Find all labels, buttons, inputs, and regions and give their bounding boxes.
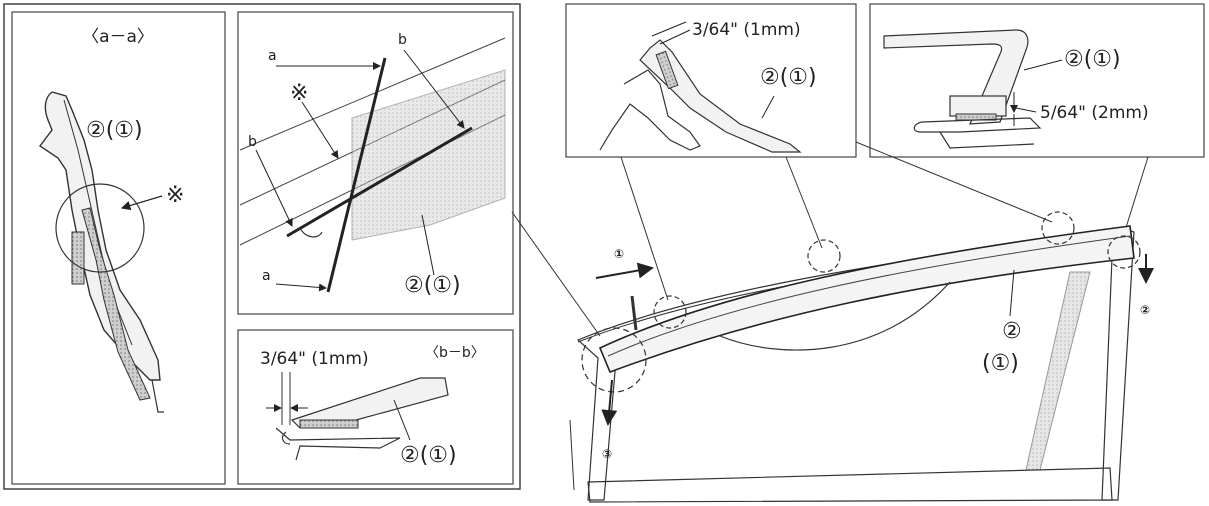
leader-lines bbox=[511, 141, 1149, 337]
diag-label-b-left: b bbox=[248, 134, 257, 150]
section-aa-title: 〈a－a〉 bbox=[82, 27, 154, 47]
diag-label-b-right: b bbox=[398, 32, 407, 48]
diag-label-a-top: a bbox=[268, 48, 277, 64]
detail-callout-right: ②(①) 5/64" (2mm) bbox=[869, 3, 1205, 158]
diag-note-mark: ※ bbox=[290, 81, 308, 106]
step-1-label: ① bbox=[614, 247, 624, 261]
panel-section-aa: 〈a－a〉 ②(①) ※ bbox=[11, 11, 226, 485]
section-bb-dimension: 3/64" (1mm) bbox=[260, 349, 369, 369]
main-part-label-top: ② bbox=[1002, 319, 1022, 344]
left-group-frame bbox=[3, 3, 521, 490]
detail-left-part-label: ②(①) bbox=[760, 65, 817, 90]
detail-right-part-label: ②(①) bbox=[1064, 47, 1121, 72]
detail-callout-left: 3/64" (1mm) ②(①) bbox=[565, 3, 857, 158]
diag-part-label: ②(①) bbox=[404, 273, 461, 298]
panel-diagonal-view: a a b b ※ ②(①) bbox=[237, 11, 514, 315]
detail-right-dimension: 5/64" (2mm) bbox=[1040, 103, 1149, 123]
main-door-view: ① ② ③ ② (①) bbox=[569, 211, 1154, 503]
section-bb-title: 〈b－b〉 bbox=[425, 345, 485, 361]
section-aa-note-mark: ※ bbox=[166, 183, 184, 208]
diag-label-a-bottom: a bbox=[262, 268, 271, 284]
section-aa-part-label: ②(①) bbox=[86, 118, 143, 143]
section-bb-part-label: ②(①) bbox=[400, 443, 457, 468]
deflector-visor bbox=[598, 225, 1135, 374]
step-2-label: ② bbox=[1140, 303, 1150, 317]
detail-left-dimension: 3/64" (1mm) bbox=[692, 20, 801, 40]
panel-section-bb: 〈b－b〉 3/64" (1mm) ②(①) bbox=[237, 329, 514, 485]
step-3-label: ③ bbox=[602, 447, 612, 461]
main-part-label-bottom: (①) bbox=[982, 351, 1019, 376]
